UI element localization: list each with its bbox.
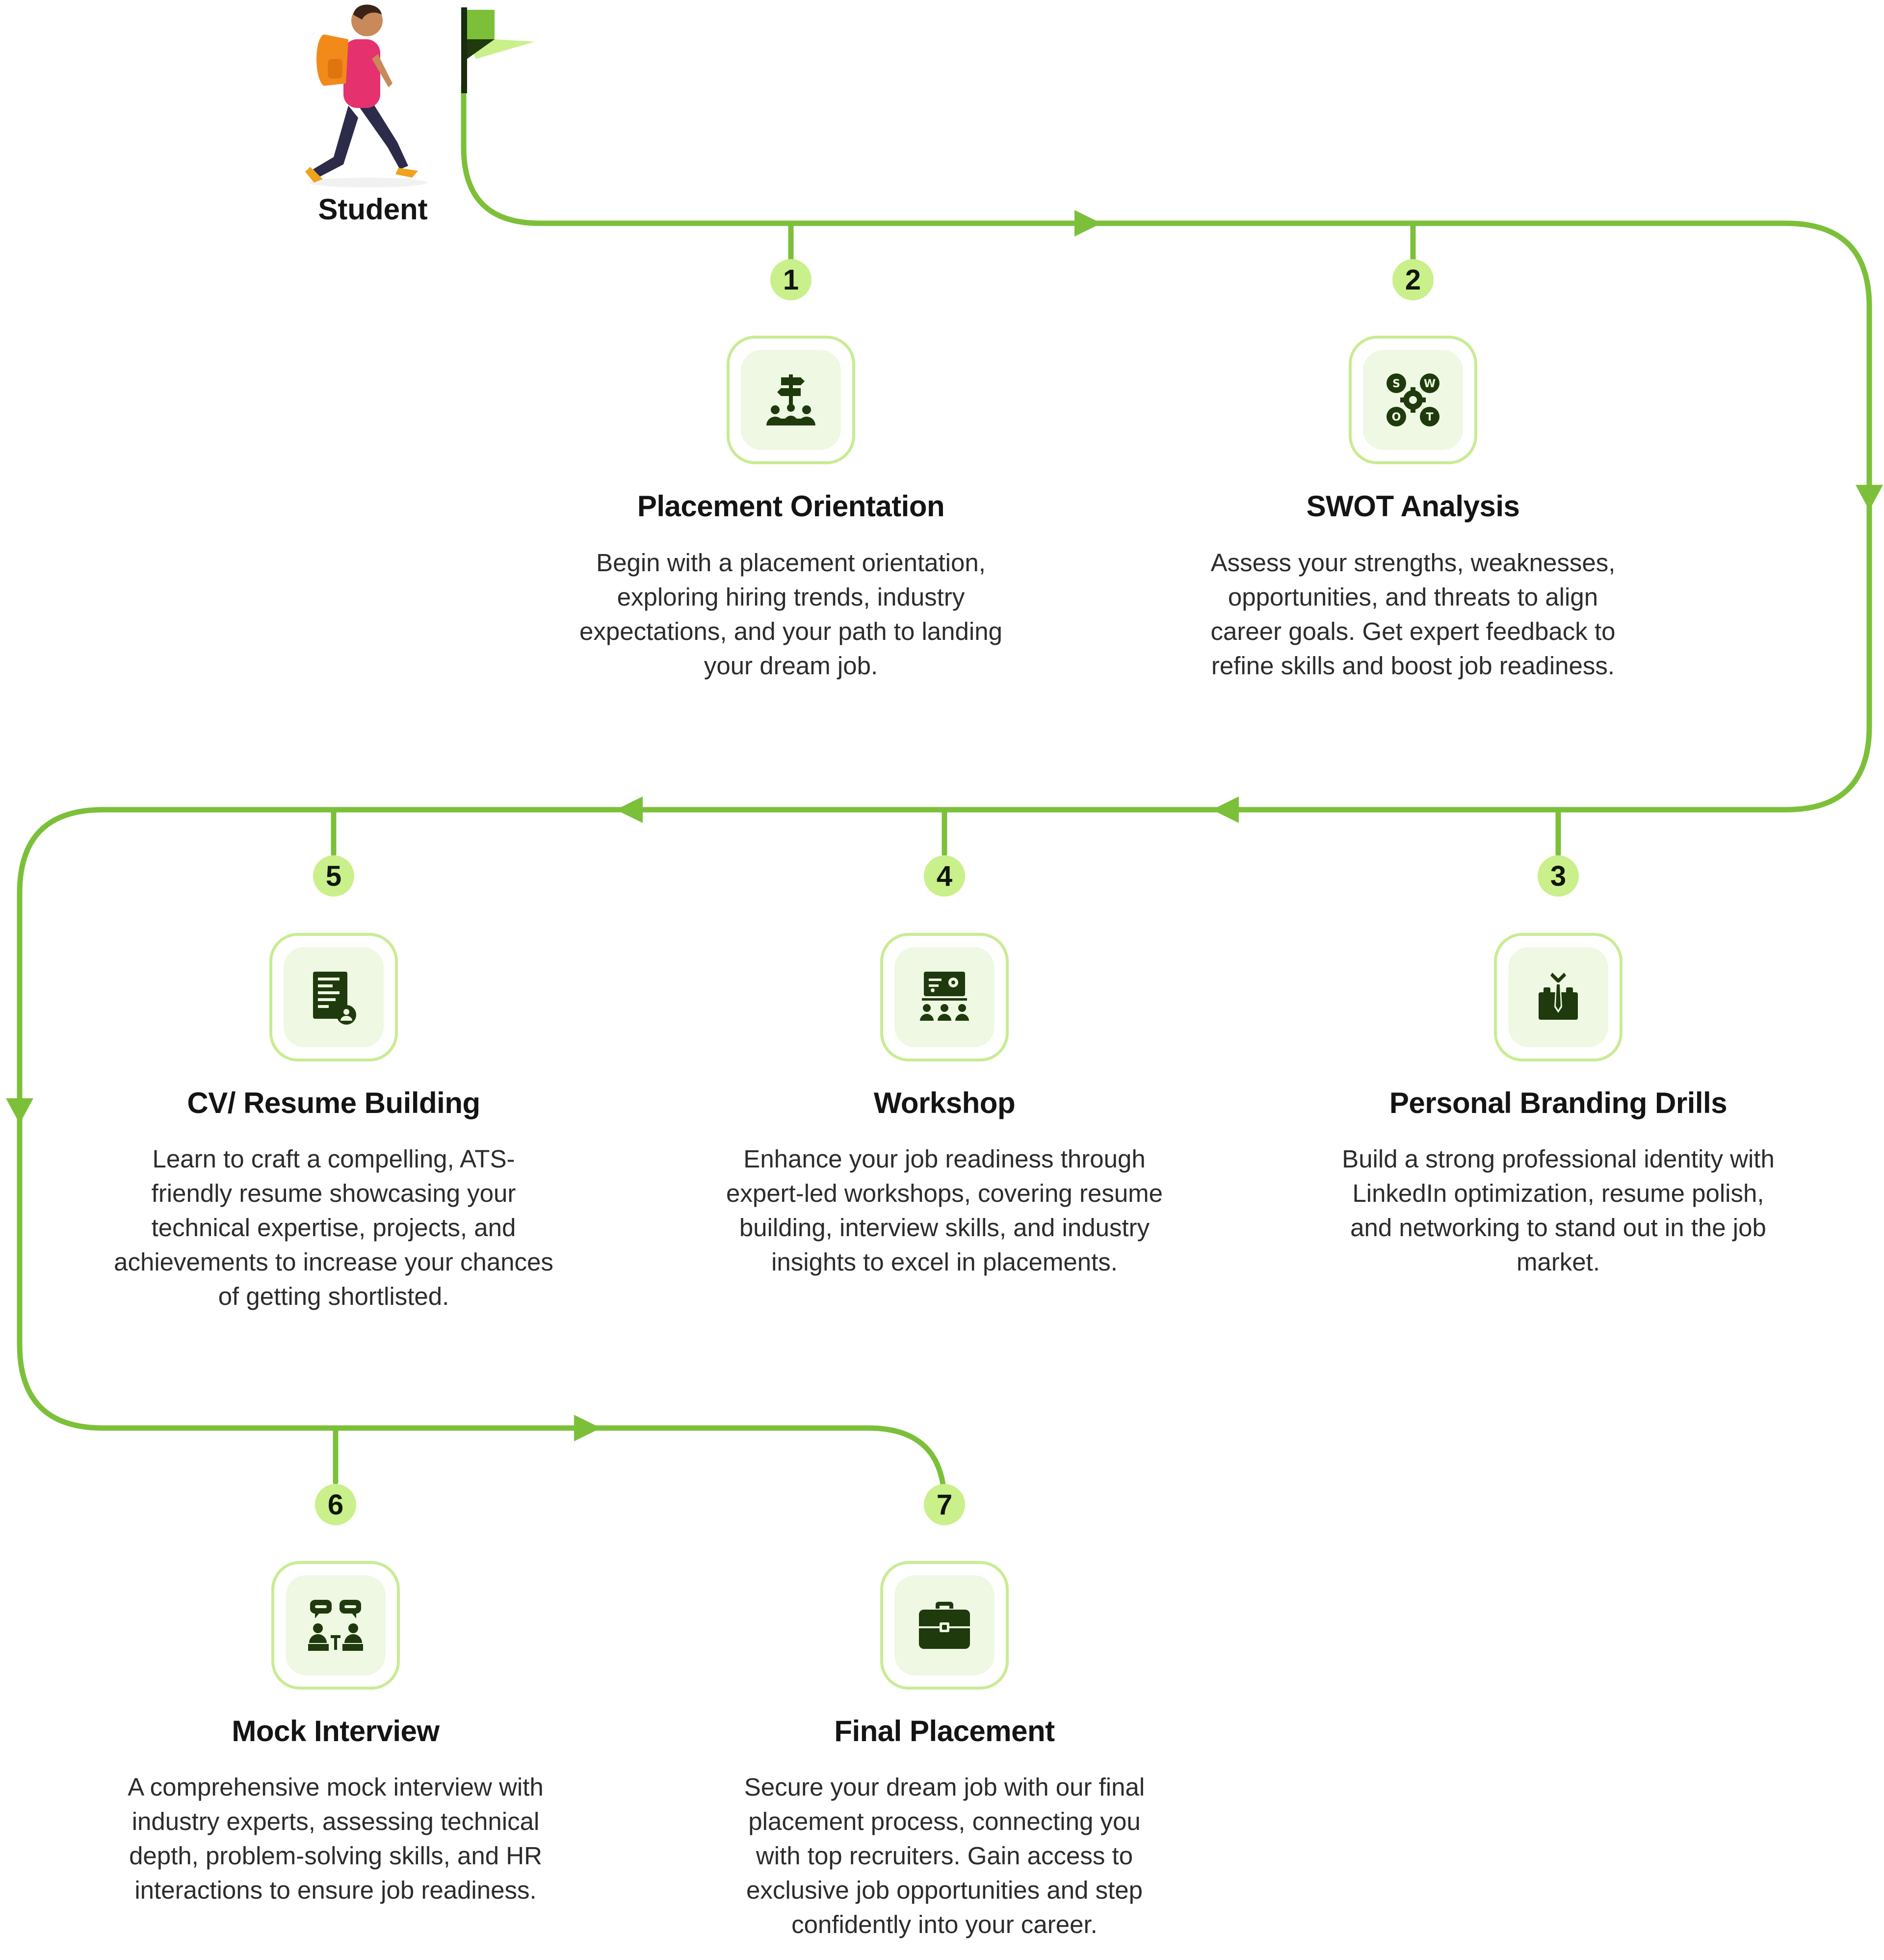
step-icon-tile: S W O T [1349,336,1477,464]
route-arrow-right-2 [574,1415,601,1441]
presentation-group-icon [920,972,969,1021]
step-title: Placement Orientation [637,490,945,523]
svg-text:W: W [1424,378,1436,390]
step-icon-tile [880,933,1009,1061]
step-title: CV/ Resume Building [187,1086,480,1119]
step-title: Final Placement [834,1715,1055,1748]
route-arrow-right-1 [1074,210,1101,237]
suit-tie-icon [1539,973,1578,1020]
step-title: Personal Branding Drills [1389,1086,1727,1119]
route-arrow-down-1 [1856,485,1883,510]
svg-text:O: O [1392,411,1401,424]
step-description: Assess your strengths, weaknesses, oppor… [1210,549,1616,680]
step-icon-tile [727,336,855,464]
route-arrow-left-1 [1212,796,1239,823]
step-title: Mock Interview [232,1715,440,1748]
step-number-badge: 1 [770,259,811,300]
step-description: Secure your dream job with our final pla… [744,1773,1145,1938]
step-icon-tile [880,1561,1009,1690]
svg-text:T: T [1426,411,1433,424]
student-walking-icon [305,4,427,187]
step-number-badge: 3 [1538,855,1579,897]
resume-document-icon [313,972,356,1025]
step-icon-tile [271,1561,400,1690]
start-label: Student [318,193,428,226]
step-description: Enhance your job readiness through exper… [726,1145,1163,1276]
interview-chat-icon [308,1600,363,1651]
step-title: Workshop [873,1086,1016,1119]
svg-text:S: S [1392,378,1400,390]
step-number-badge: 5 [313,855,354,897]
step-description: A comprehensive mock interview with indu… [128,1773,544,1904]
route-row-1 [17,83,1872,1507]
route-arrow-left-2 [616,796,643,823]
step-number-badge: 4 [924,855,965,897]
start-flag-icon [461,7,535,93]
step-number-badge: 7 [924,1484,965,1525]
step-description: Begin with a placement orientation, expl… [579,549,1002,680]
step-description: Learn to craft a compelling, ATS-friendl… [114,1145,553,1310]
step-number-badge: 2 [1392,259,1434,300]
step-title: SWOT Analysis [1306,490,1520,523]
step-number-badge: 6 [315,1484,356,1525]
route-arrow-down-2 [6,1098,33,1124]
step-icon-tile [269,933,398,1061]
step-description: Build a strong professional identity wit… [1342,1145,1775,1276]
step-icon-tile [1494,933,1622,1061]
swot-gear-icon: S W O T [1387,373,1439,426]
briefcase-icon [919,1602,970,1649]
signpost-people-icon [766,374,815,425]
